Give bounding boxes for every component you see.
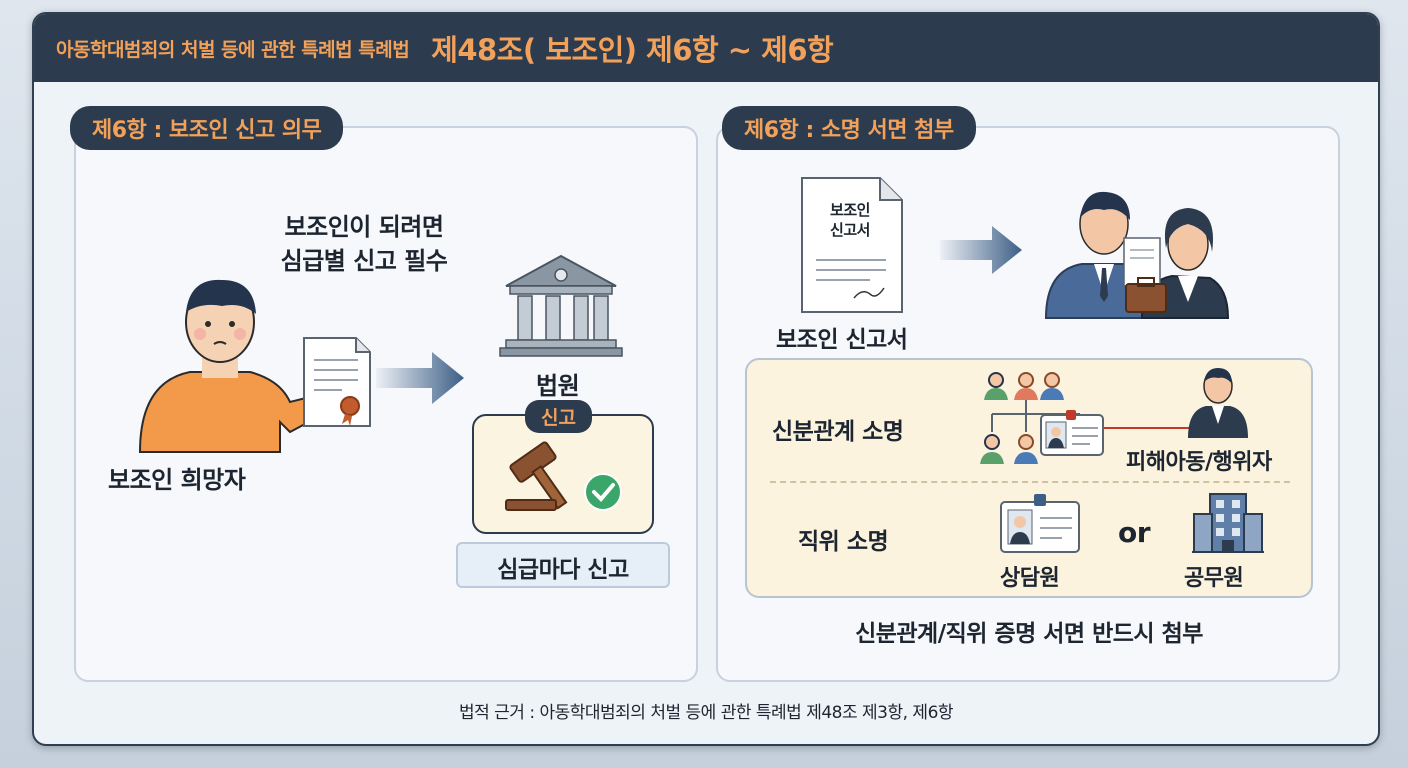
family-tree-icon [980,372,1081,464]
requirement-text: 보조인이 되려면 심급별 신고 필수 [234,210,494,278]
every-instance-box [456,542,670,588]
courthouse-icon [499,254,623,357]
id-card-icon [1000,494,1080,553]
arrow-icon [940,226,1022,274]
id-card-icon [1040,410,1104,456]
doc-label: 보조인 신고서 [776,327,908,353]
official-label: 공무원 [1184,566,1244,591]
doc-title-line2: 신고서 [830,221,870,239]
relation-label: 신분관계 소명 [772,419,904,445]
header-title: 제48조( 보조인) 제6항 ~ 제6항 [431,33,834,67]
attach-label: 신분관계/직위 증명 서면 반드시 첨부 [855,621,1203,647]
court-label: 법원 [536,372,580,400]
victim-label: 피해아동/행위자 [1126,450,1272,475]
every-instance-label: 심급마다 신고 [497,557,629,583]
document-icon [801,177,903,313]
infographic-frame: 아동학대범죄의 처벌 등에 관한 특례법 특례법 제48조( 보조인) 제6항 … [32,12,1380,746]
arrow-icon [376,352,464,404]
person-icon [138,279,337,453]
check-icon [584,473,622,511]
or-label: or [1118,516,1151,549]
document-icon [303,337,371,427]
position-label: 직위 소명 [798,529,889,555]
counselor-label: 상담원 [1000,566,1060,591]
header-bar: 아동학대범죄의 처벌 등에 관한 특례법 특례법 제48조( 보조인) 제6항 … [34,14,1378,82]
link-line [1104,427,1214,429]
building-icon [1192,493,1264,553]
legal-basis: 법적 근거 : 아동학대범죄의 처벌 등에 관한 특례법 제48조 제3항, 제… [458,703,954,723]
requirement-line2: 심급별 신고 필수 [280,247,448,275]
applicant-label: 보조인 희망자 [108,466,246,494]
doc-title-line1: 보조인 [830,201,870,219]
gavel-icon [505,441,568,511]
person-icon [1188,368,1248,438]
right-panel-heading: 제6항 : 소명 서면 첨부 [722,106,976,150]
left-panel-heading: 제6항 : 보조인 신고 의무 [70,106,344,150]
report-tag: 신고 [525,400,592,433]
header-subtitle: 아동학대범죄의 처벌 등에 관한 특례법 특례법 [56,38,410,61]
doc-title: 보조인 신고서 [800,200,900,240]
lawyers-icon [1044,191,1230,319]
divider [770,481,1290,483]
requirement-line1: 보조인이 되려면 [284,213,444,241]
